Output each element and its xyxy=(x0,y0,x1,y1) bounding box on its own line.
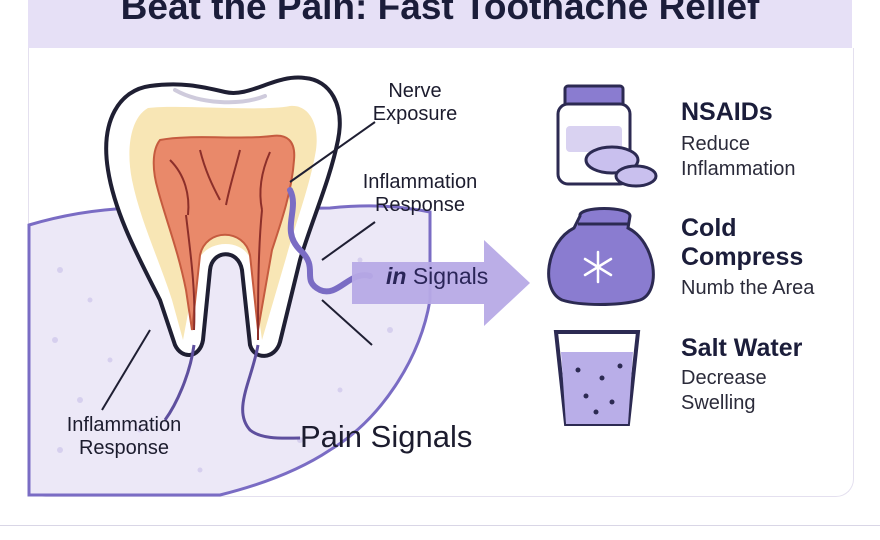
label-pain-signals: Pain Signals xyxy=(300,419,473,454)
pain-signal-arrow xyxy=(352,240,530,326)
remedy-title-nsaids: NSAIDs xyxy=(681,98,773,126)
pulp-nerves xyxy=(169,149,271,341)
pain-wave xyxy=(287,187,373,295)
ice-pack-icon xyxy=(547,207,655,306)
page-title: Beat the Pain: Fast Toothache Relief xyxy=(120,0,760,27)
remedy-desc-cold-compress: Numb the Area xyxy=(681,277,815,299)
pill-bottle-icon xyxy=(556,84,658,188)
nerve-line-2 xyxy=(241,344,301,440)
arrow-label: in Signals xyxy=(386,263,489,289)
bottom-divider xyxy=(0,525,880,526)
remedy-title-salt-water: Salt Water xyxy=(681,334,803,362)
title-band xyxy=(28,0,852,48)
nerve-line-1 xyxy=(163,344,196,421)
salt-water-glass-icon xyxy=(553,330,641,426)
